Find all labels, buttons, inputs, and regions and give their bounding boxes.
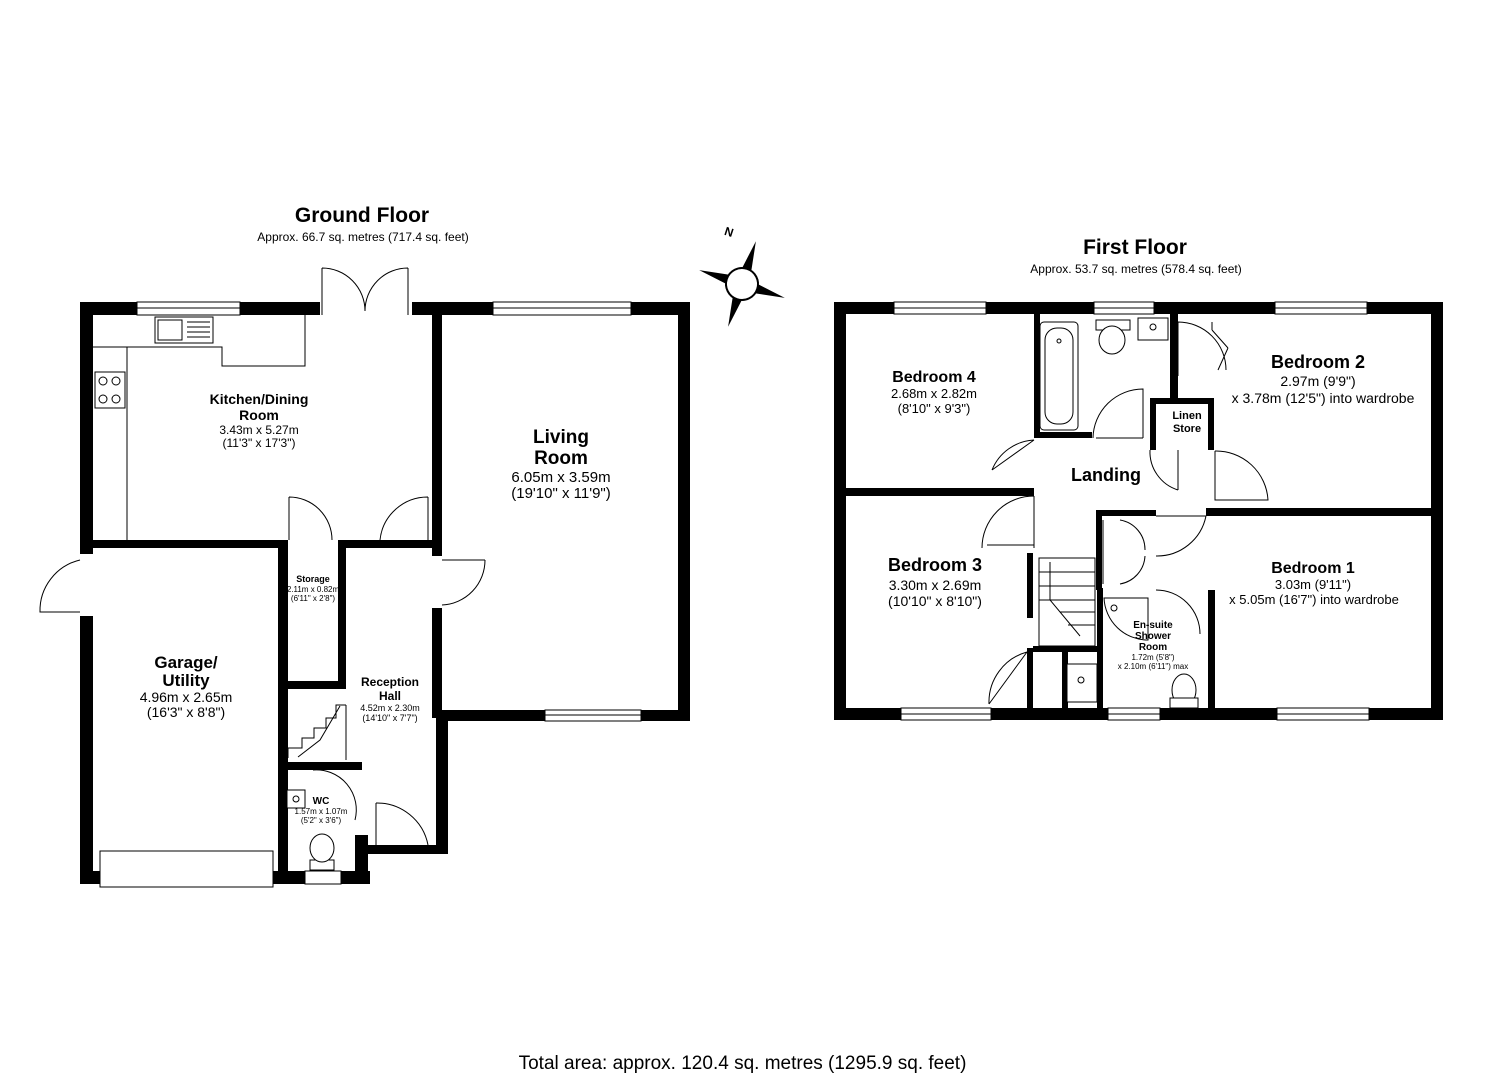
bed1-dim-2: x 5.05m (16'7") into wardrobe bbox=[1229, 592, 1399, 607]
ensuite-name-2: Shower bbox=[1135, 631, 1171, 642]
hall-name-2: Hall bbox=[379, 689, 401, 703]
room-kitchen-dining: Kitchen/Dining Room 3.43m x 5.27m (11'3"… bbox=[210, 391, 309, 450]
bed3-dim-ft: (10'10" x 8'10") bbox=[888, 593, 982, 609]
room-reception-hall: Reception Hall 4.52m x 2.30m (14'10" x 7… bbox=[360, 675, 420, 723]
room-linen-store: Linen Store bbox=[1172, 410, 1202, 435]
storage-dim-m: 2.11m x 0.82m bbox=[287, 585, 340, 594]
wc-name: WC bbox=[313, 796, 330, 807]
room-en-suite-shower: En-suite Shower Room 1.72m (5'8") x 2.10… bbox=[1118, 620, 1188, 671]
wc-dim-ft: (5'2" x 3'6") bbox=[301, 816, 342, 825]
hall-name-1: Reception bbox=[361, 675, 419, 689]
hall-dim-ft: (14'10" x 7'7") bbox=[362, 713, 417, 723]
linen-name-1: Linen bbox=[1172, 410, 1202, 422]
garage-dim-m: 4.96m x 2.65m bbox=[140, 689, 233, 705]
landing-name: Landing bbox=[1071, 465, 1141, 485]
total-area: Total area: approx. 120.4 sq. metres (12… bbox=[518, 1053, 967, 1074]
wc-dim-m: 1.57m x 1.07m bbox=[295, 807, 348, 816]
ensuite-dim-1: 1.72m (5'8") bbox=[1131, 653, 1174, 662]
bed1-dim-1: 3.03m (9'11") bbox=[1275, 577, 1351, 592]
living-name-1: Living bbox=[533, 427, 589, 448]
room-landing: Landing bbox=[1071, 465, 1141, 485]
bed1-name: Bedroom 1 bbox=[1271, 560, 1355, 577]
first-floor-plan: First Floor Approx. 53.7 sq. metres (578… bbox=[834, 236, 1443, 721]
kitchen-name-1: Kitchen/Dining bbox=[210, 391, 309, 407]
room-garage-utility: Garage/ Utility 4.96m x 2.65m (16'3" x 8… bbox=[140, 653, 233, 720]
first-floor-stairs bbox=[1038, 557, 1096, 647]
ground-floor-doors bbox=[39, 267, 486, 846]
ground-floor-walls bbox=[80, 302, 690, 884]
kitchen-fittings bbox=[93, 315, 306, 540]
bed3-name: Bedroom 3 bbox=[888, 555, 982, 575]
garage-name-2: Utility bbox=[162, 671, 210, 690]
kitchen-name-2: Room bbox=[239, 407, 279, 423]
ground-floor-plan: Ground Floor Approx. 66.7 sq. metres (71… bbox=[39, 204, 690, 888]
room-bedroom-3: Bedroom 3 3.30m x 2.69m (10'10" x 8'10") bbox=[888, 555, 982, 609]
kitchen-dim-ft: (11'3" x 17'3") bbox=[223, 436, 296, 450]
bed4-dim-m: 2.68m x 2.82m bbox=[891, 386, 977, 401]
ensuite-name-3: Room bbox=[1139, 642, 1167, 653]
living-dim-ft: (19'10" x 11'9") bbox=[511, 485, 611, 502]
ground-floor-area: Approx. 66.7 sq. metres (717.4 sq. feet) bbox=[257, 230, 468, 244]
room-bedroom-1: Bedroom 1 3.03m (9'11") x 5.05m (16'7") … bbox=[1229, 560, 1399, 607]
wc-fixtures bbox=[286, 789, 335, 871]
ground-floor-title: Ground Floor bbox=[295, 204, 429, 227]
compass-north-label: N bbox=[723, 224, 736, 240]
bed2-name: Bedroom 2 bbox=[1271, 352, 1365, 372]
living-dim-m: 6.05m x 3.59m bbox=[511, 469, 610, 486]
storage-name: Storage bbox=[296, 574, 330, 584]
first-floor-windows bbox=[893, 301, 1370, 721]
ensuite-dim-2: x 2.10m (6'11") max bbox=[1118, 662, 1188, 671]
storage-dim-ft: (6'11" x 2'8") bbox=[291, 594, 335, 603]
bed4-dim-ft: (8'10" x 9'3") bbox=[898, 401, 971, 416]
ground-floor-windows bbox=[99, 301, 642, 888]
room-bedroom-4: Bedroom 4 2.68m x 2.82m (8'10" x 9'3") bbox=[891, 369, 977, 416]
kitchen-dim-m: 3.43m x 5.27m bbox=[219, 423, 298, 437]
bed2-dim-2: x 3.78m (12'5") into wardrobe bbox=[1232, 390, 1415, 406]
living-name-2: Room bbox=[534, 448, 588, 469]
first-floor-area: Approx. 53.7 sq. metres (578.4 sq. feet) bbox=[1030, 262, 1241, 276]
room-wc: WC 1.57m x 1.07m (5'2" x 3'6") bbox=[295, 796, 348, 825]
ensuite-name-1: En-suite bbox=[1133, 620, 1173, 631]
room-bedroom-2: Bedroom 2 2.97m (9'9") x 3.78m (12'5") i… bbox=[1232, 352, 1415, 406]
first-floor-doors bbox=[981, 321, 1269, 705]
bed2-dim-1: 2.97m (9'9") bbox=[1280, 373, 1355, 389]
north-compass-icon bbox=[699, 241, 785, 327]
linen-name-2: Store bbox=[1173, 423, 1201, 435]
room-storage: Storage 2.11m x 0.82m (6'11" x 2'8") bbox=[287, 574, 340, 603]
garage-dim-ft: (16'3" x 8'8") bbox=[147, 704, 225, 720]
garage-name-1: Garage/ bbox=[154, 653, 218, 672]
ground-floor-stairs bbox=[287, 704, 347, 760]
bathroom-fixtures bbox=[1039, 317, 1199, 709]
room-living: Living Room 6.05m x 3.59m (19'10" x 11'9… bbox=[511, 427, 611, 502]
first-floor-title: First Floor bbox=[1083, 236, 1187, 259]
bed4-name: Bedroom 4 bbox=[892, 369, 976, 386]
bed3-dim-m: 3.30m x 2.69m bbox=[889, 577, 982, 593]
hall-dim-m: 4.52m x 2.30m bbox=[360, 703, 420, 713]
